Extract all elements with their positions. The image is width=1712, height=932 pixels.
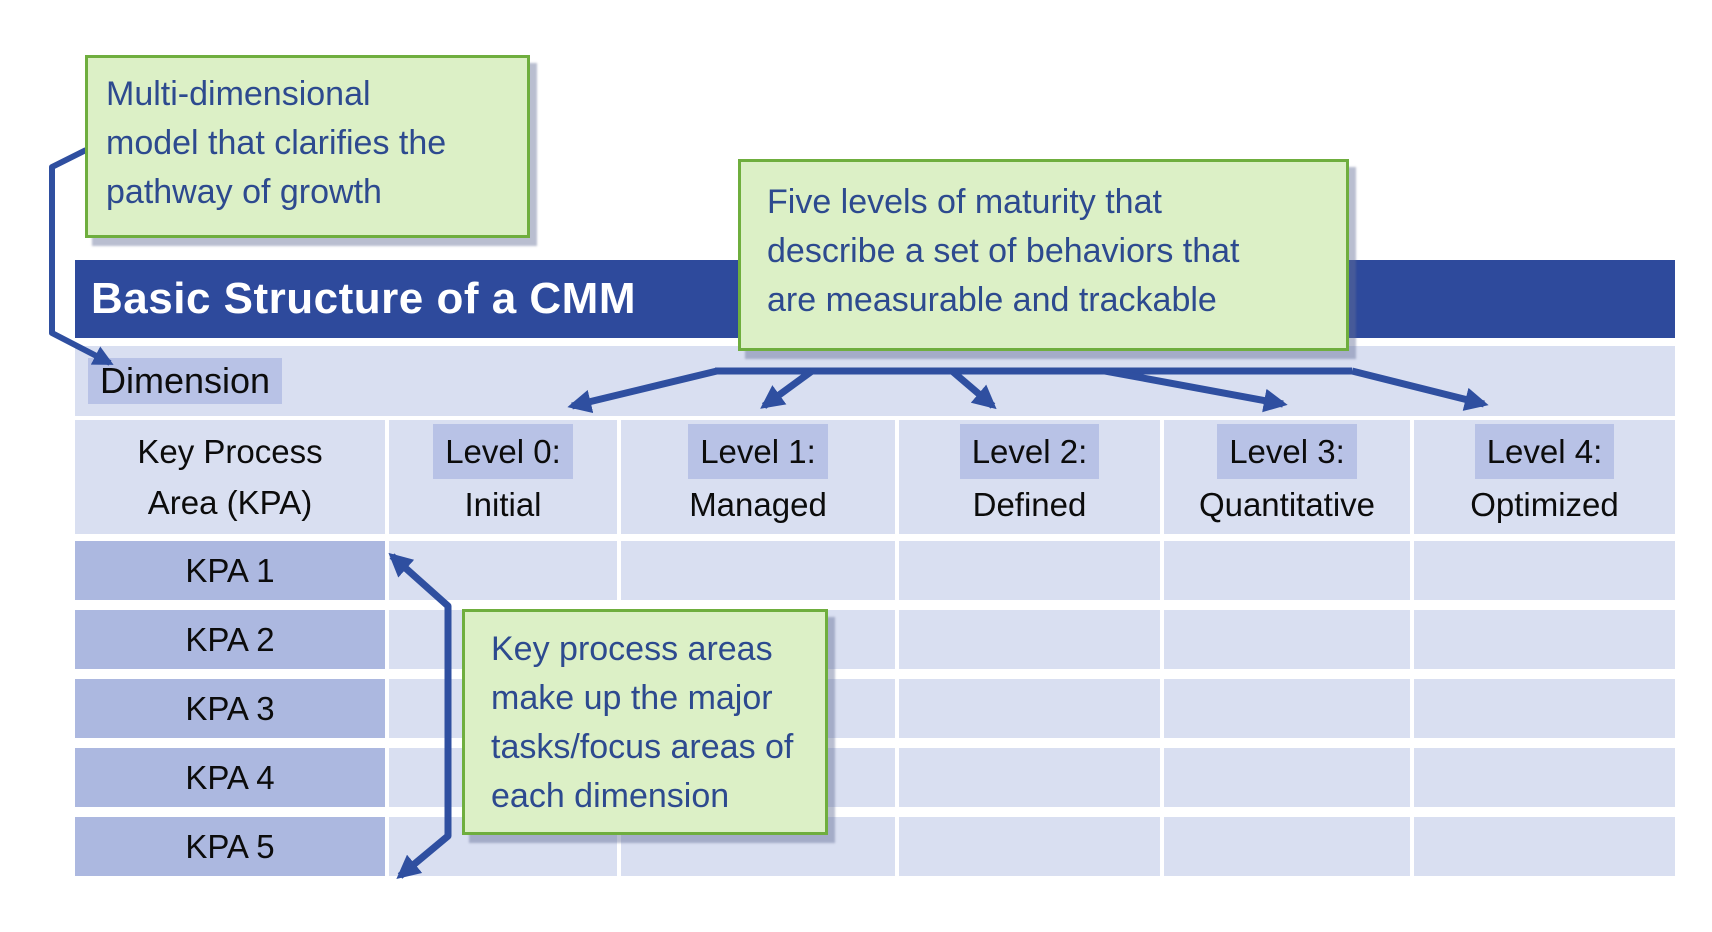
slide-title: Basic Structure of a CMM bbox=[91, 274, 636, 323]
empty-cell bbox=[621, 541, 895, 600]
header-level-2: Level 2: Defined bbox=[899, 420, 1160, 534]
header-level-1-name: Managed bbox=[689, 486, 827, 523]
empty-cell bbox=[1164, 817, 1410, 876]
empty-cell bbox=[1414, 817, 1675, 876]
table-row: KPA 3 bbox=[75, 679, 1675, 738]
callout-multi-dimensional: Multi-dimensional model that clarifies t… bbox=[85, 55, 530, 238]
callout-line: pathway of growth bbox=[106, 173, 382, 211]
header-level-4-label: Level 4: bbox=[1474, 424, 1615, 479]
header-level-0-label: Level 0: bbox=[433, 424, 573, 479]
header-line2: Area (KPA) bbox=[147, 484, 313, 521]
empty-cell bbox=[899, 748, 1160, 807]
empty-cell bbox=[899, 817, 1160, 876]
dimension-label: Dimension bbox=[88, 358, 283, 404]
header-line1: Key Process bbox=[137, 433, 323, 470]
kpa-row-label: KPA 2 bbox=[75, 610, 385, 669]
empty-cell bbox=[1414, 610, 1675, 669]
kpa-row-label: KPA 5 bbox=[75, 817, 385, 876]
empty-cell bbox=[899, 610, 1160, 669]
header-level-1-label: Level 1: bbox=[688, 424, 828, 479]
empty-cell bbox=[1164, 748, 1410, 807]
callout-five-levels: Five levels of maturity that describe a … bbox=[738, 159, 1349, 351]
kpa-row-label: KPA 4 bbox=[75, 748, 385, 807]
cmm-structure-table: Dimension Key Process Area (KPA) Level 0… bbox=[75, 346, 1675, 876]
table-row: KPA 2 bbox=[75, 610, 1675, 669]
header-level-1: Level 1: Managed bbox=[621, 420, 895, 534]
header-level-2-label: Level 2: bbox=[959, 424, 1100, 479]
dimension-row: Dimension bbox=[75, 346, 1675, 416]
callout-line: each dimension bbox=[491, 777, 730, 815]
header-level-4-name: Optimized bbox=[1470, 486, 1619, 523]
dimension-cell: Dimension bbox=[75, 346, 1675, 416]
header-level-3: Level 3: Quantitative bbox=[1164, 420, 1410, 534]
callout-line: Key process areas bbox=[491, 630, 773, 668]
header-level-0-name: Initial bbox=[464, 486, 542, 523]
header-level-0: Level 0: Initial bbox=[389, 420, 617, 534]
empty-cell bbox=[1164, 610, 1410, 669]
callout-line: tasks/focus areas of bbox=[491, 728, 794, 766]
header-level-3-name: Quantitative bbox=[1198, 486, 1376, 523]
empty-cell bbox=[1164, 541, 1410, 600]
empty-cell bbox=[1414, 679, 1675, 738]
callout-line: Five levels of maturity that bbox=[767, 183, 1162, 221]
empty-cell bbox=[899, 679, 1160, 738]
callout-line: make up the major bbox=[491, 679, 773, 717]
callout-line: model that clarifies the bbox=[106, 124, 447, 162]
callout-line: describe a set of behaviors that bbox=[767, 232, 1240, 270]
header-level-3-label: Level 3: bbox=[1217, 424, 1357, 479]
empty-cell bbox=[1164, 679, 1410, 738]
table-row: KPA 4 bbox=[75, 748, 1675, 807]
empty-cell bbox=[1414, 748, 1675, 807]
kpa-row-label: KPA 3 bbox=[75, 679, 385, 738]
header-level-2-name: Defined bbox=[972, 486, 1087, 523]
callout-line: Multi-dimensional bbox=[106, 75, 371, 113]
empty-cell bbox=[899, 541, 1160, 600]
header-level-4: Level 4: Optimized bbox=[1414, 420, 1675, 534]
header-key-process-area: Key Process Area (KPA) bbox=[75, 420, 385, 534]
callout-key-process-areas: Key process areas make up the major task… bbox=[462, 609, 828, 835]
table-header-row: Key Process Area (KPA) Level 0: Initial … bbox=[75, 420, 1675, 534]
kpa-row-label: KPA 1 bbox=[75, 541, 385, 600]
table-row: KPA 5 bbox=[75, 817, 1675, 876]
empty-cell bbox=[1414, 541, 1675, 600]
callout-line: are measurable and trackable bbox=[767, 281, 1217, 319]
empty-cell bbox=[389, 541, 617, 600]
table-row: KPA 1 bbox=[75, 541, 1675, 600]
